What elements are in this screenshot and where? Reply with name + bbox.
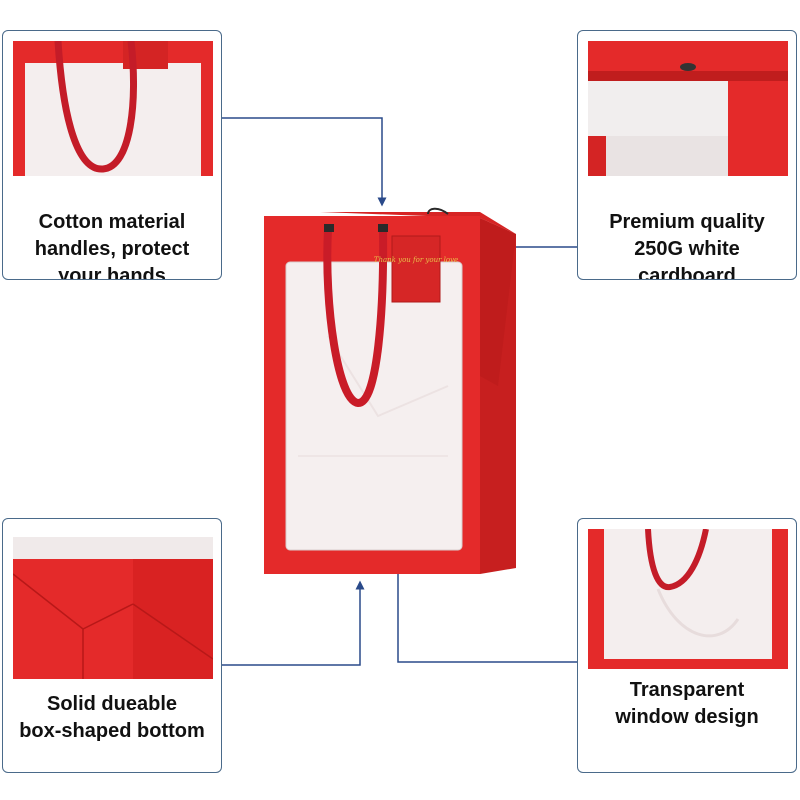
caption-window: Transparent window design: [615, 679, 759, 728]
caption-cardboard: Premium quality 250G white cardboard: [609, 211, 765, 280]
caption-handles: Cotton material handles, protect your ha…: [34, 211, 190, 280]
handle-closeup-image: [13, 41, 213, 176]
feature-panel-cardboard: Premium quality 250G white cardboard: [577, 30, 797, 280]
caption-bottom: Solid dueable box-shaped bottom: [19, 693, 205, 742]
gift-tag: Thank you for your love: [374, 235, 458, 303]
feature-panel-bottom: Solid dueable box-shaped bottom: [2, 518, 222, 773]
feature-panel-window: Transparent window design: [577, 518, 797, 773]
cardboard-closeup-image: [588, 41, 788, 176]
connector-handles: [222, 117, 387, 207]
feature-panel-handles: Cotton material handles, protect your ha…: [2, 30, 222, 280]
connector-bottom: [222, 580, 365, 666]
gift-tag-text: Thank you for your love: [374, 256, 458, 264]
gift-bag-image: Thank you for your love: [264, 207, 516, 574]
bottom-closeup-image: [13, 529, 213, 679]
window-closeup-image: [588, 529, 788, 669]
